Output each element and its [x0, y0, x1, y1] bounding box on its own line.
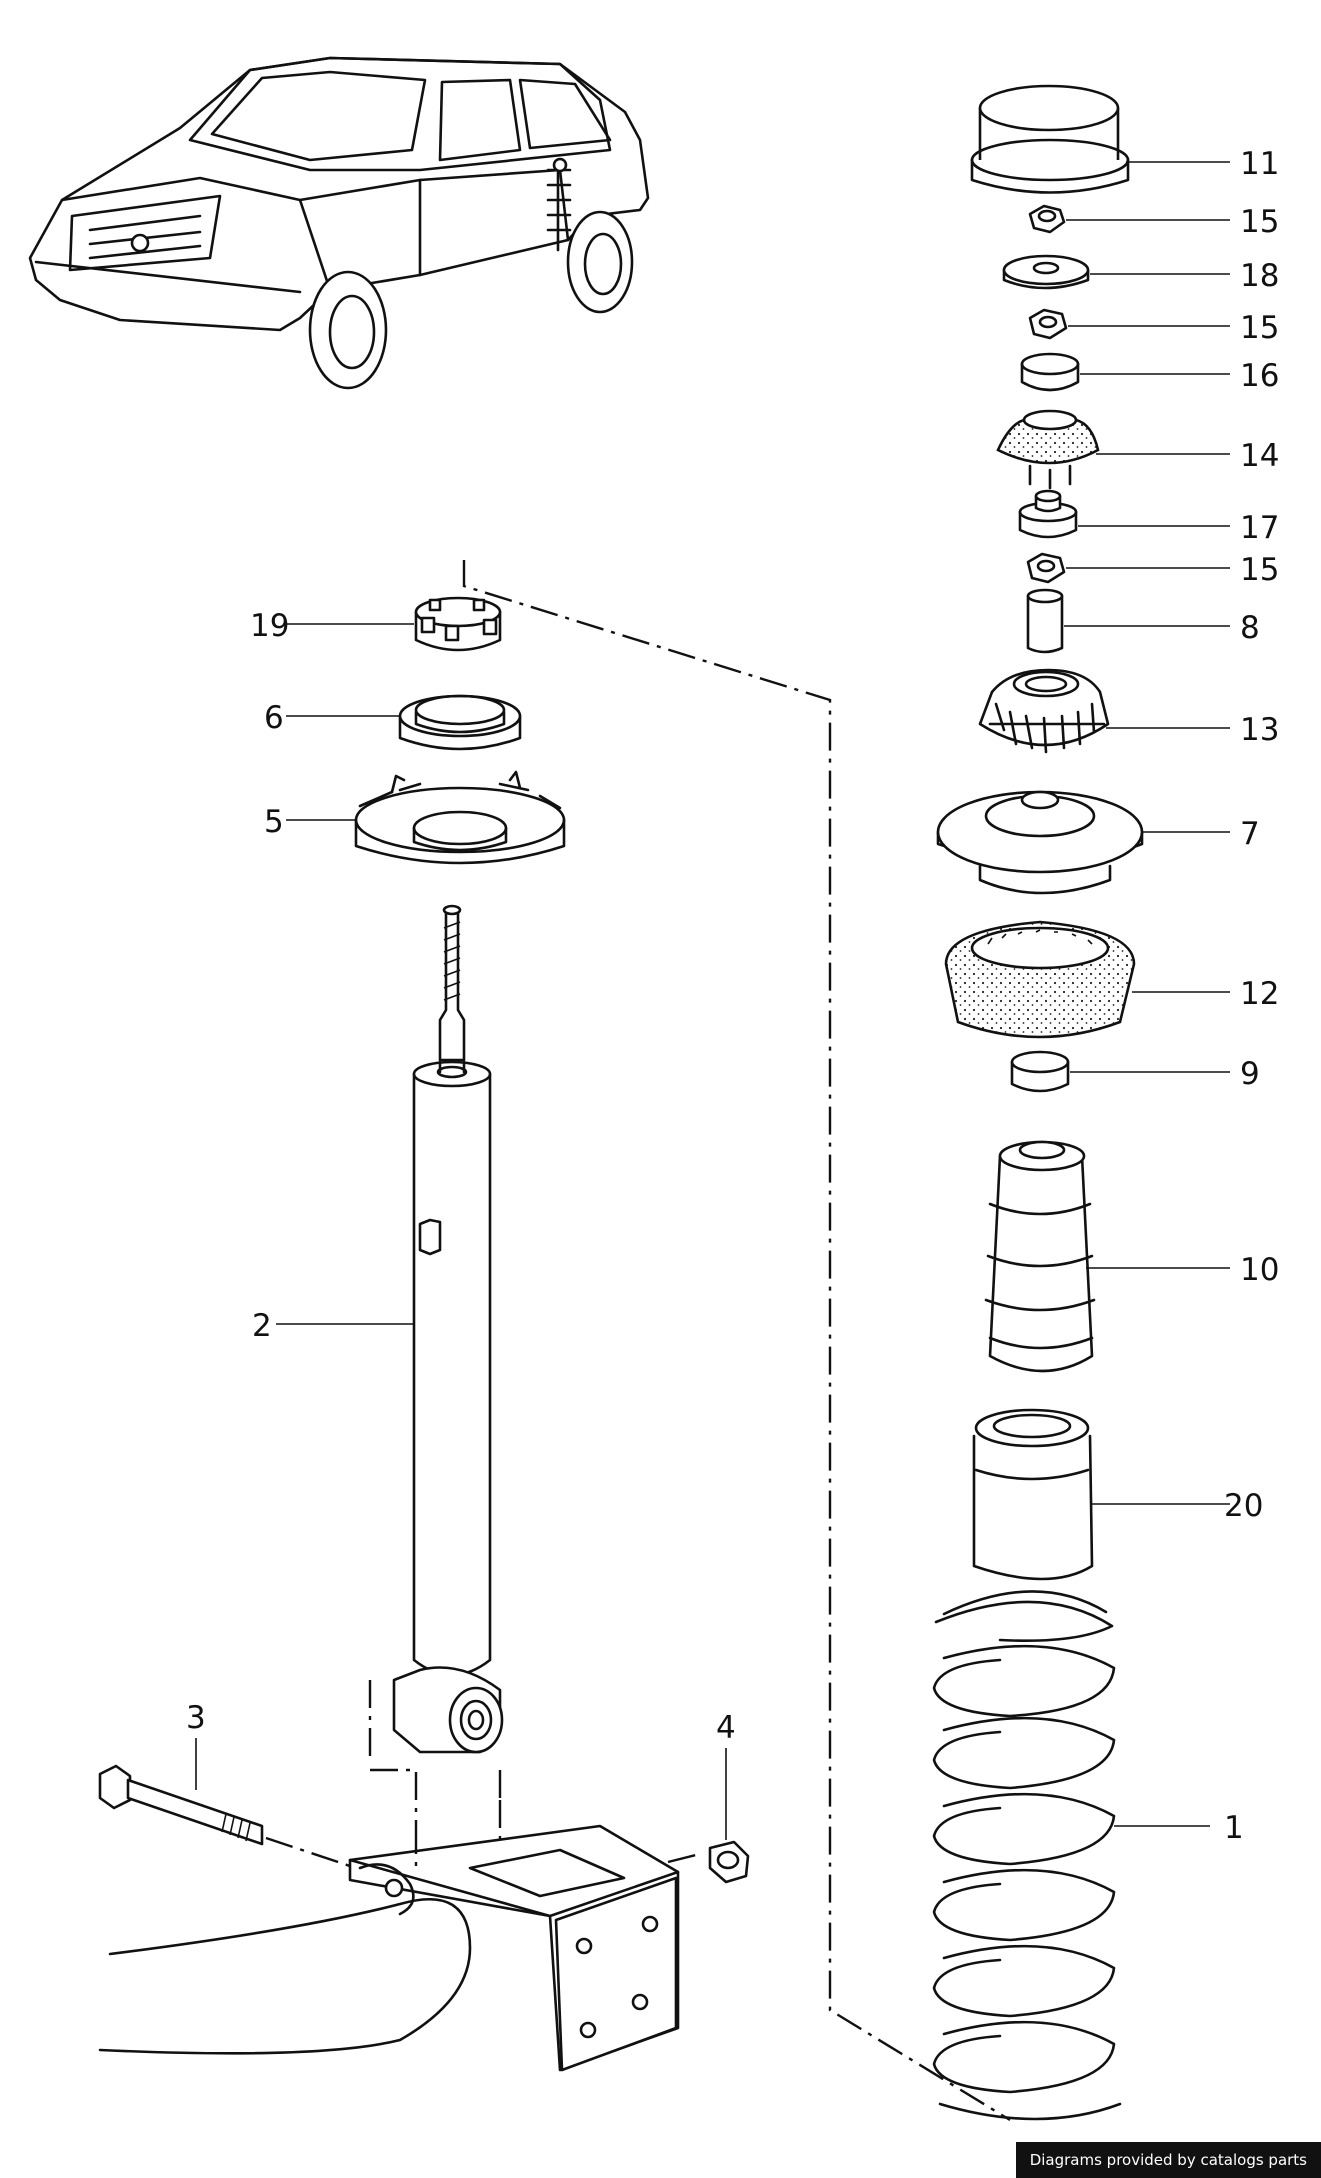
- part-18-washer: [1002, 254, 1090, 290]
- part-15-nut-low: [1026, 552, 1066, 584]
- callout-7: 7: [1240, 816, 1260, 852]
- part-16-bush: [1020, 352, 1080, 392]
- part-11-cap: [970, 84, 1130, 194]
- assembly-line: [462, 560, 1011, 2122]
- callout-17: 17: [1240, 510, 1279, 546]
- callout-4: 4: [716, 1710, 736, 1746]
- callout-19: 19: [250, 608, 289, 644]
- part-17-bush: [1018, 489, 1078, 539]
- callout-3: 3: [186, 1700, 206, 1736]
- callout-5: 5: [264, 804, 284, 840]
- callout-2: 2: [252, 1308, 272, 1344]
- callout-15: 15: [1240, 552, 1279, 588]
- part-14-rubber-mount: [996, 409, 1100, 490]
- part-3-bolt: [98, 1764, 351, 1868]
- credit-footer: Diagrams provided by catalogs parts: [1015, 2142, 1321, 2178]
- part-6-ring: [398, 694, 522, 751]
- callout-11: 11: [1240, 146, 1279, 182]
- callout-20: 20: [1224, 1488, 1263, 1524]
- part-15-nut-mid: [1028, 308, 1068, 340]
- leader-lines: [195, 161, 1230, 1840]
- axle-bracket: [98, 1800, 680, 2072]
- part-4-nut: [667, 1840, 750, 1884]
- part-20-boot: [972, 1408, 1094, 1581]
- part-8-sleeve: [1026, 588, 1064, 654]
- part-12-rubber-ring: [944, 920, 1136, 1039]
- callout-1: 1: [1224, 1810, 1244, 1846]
- callout-18: 18: [1240, 258, 1279, 294]
- part-15-nut-top: [1028, 204, 1066, 234]
- car-illustration: [28, 56, 650, 390]
- callout-14: 14: [1240, 438, 1279, 474]
- part-7-spring-plate: [936, 790, 1144, 895]
- part-19-cap: [414, 596, 502, 652]
- part-13-rubber-mount: [978, 668, 1110, 754]
- part-5-spring-seat: [354, 770, 566, 865]
- callout-numbers: 11 15 18 15 16 14 17 15 8 13 7 12 9 10 2…: [186, 146, 1279, 1846]
- part-2-shock-absorber: [368, 904, 504, 1826]
- callout-13: 13: [1240, 712, 1279, 748]
- callout-15: 15: [1240, 310, 1279, 346]
- callout-15: 15: [1240, 204, 1279, 240]
- part-9-bush: [1010, 1050, 1070, 1093]
- callout-6: 6: [264, 700, 284, 736]
- part-1-coil-spring: [932, 1590, 1122, 2121]
- callout-9: 9: [1240, 1056, 1260, 1092]
- callout-10: 10: [1240, 1252, 1279, 1288]
- callout-12: 12: [1240, 976, 1279, 1012]
- callout-16: 16: [1240, 358, 1279, 394]
- callout-8: 8: [1240, 610, 1260, 646]
- part-10-bump-stop: [984, 1140, 1096, 1373]
